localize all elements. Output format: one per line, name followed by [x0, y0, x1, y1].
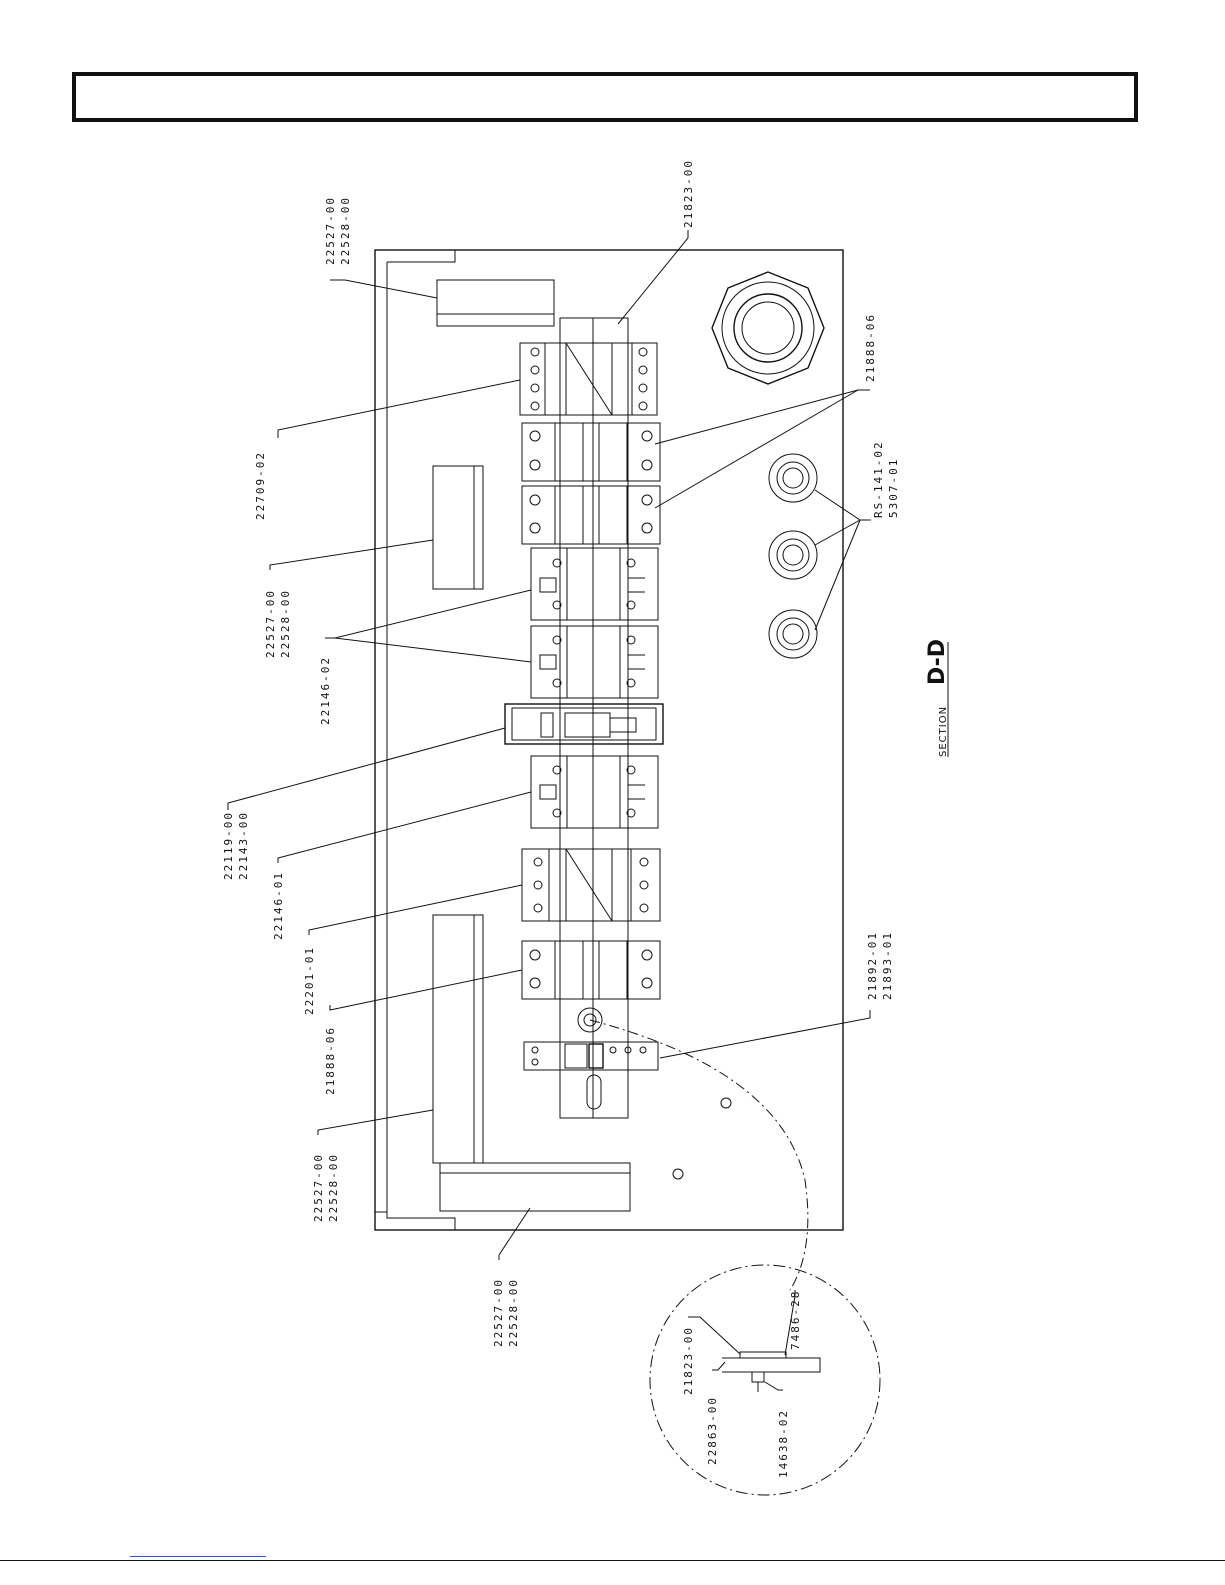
end-terminal — [524, 1042, 658, 1070]
label-switch-2: 22143-00 — [237, 811, 250, 880]
label-relay-22146-01: 22146-01 — [272, 871, 285, 940]
wire-duct-mid — [433, 466, 483, 589]
mounting-hole — [721, 1098, 731, 1108]
small-cable-gland — [769, 610, 817, 658]
label-gland-2: 5307-01 — [887, 458, 900, 518]
wire-duct-bottom — [440, 1163, 630, 1211]
wire-duct-long — [433, 915, 483, 1163]
page-link-underline[interactable] — [130, 1556, 266, 1557]
relay-module-socket — [522, 849, 660, 921]
label-top-duct-2: 22528-00 — [339, 196, 352, 265]
wire-duct-top — [437, 280, 554, 326]
label-terminal-right: 21888-06 — [864, 313, 877, 382]
mounting-hole — [673, 1169, 683, 1179]
label-duct-low-2: 22528-00 — [327, 1153, 340, 1222]
label-detail-rail: 21823-00 — [682, 1326, 695, 1395]
small-cable-gland — [769, 454, 817, 502]
label-detail-nut: 22863-00 — [706, 1396, 719, 1465]
terminal-block — [522, 486, 660, 544]
small-cable-gland — [769, 531, 817, 579]
detail-view — [590, 1020, 880, 1495]
label-relay-22201: 22201-01 — [303, 946, 316, 1015]
label-top-duct-1: 22527-00 — [324, 196, 337, 265]
relay-module — [531, 548, 658, 620]
part-labels: 22527-00 22528-00 21823-00 22709-02 2252… — [222, 159, 900, 1478]
relay-module-top — [520, 343, 657, 415]
label-gland-1: RS-141-02 — [872, 440, 885, 518]
label-detail-screw: 7486-28 — [789, 1290, 802, 1350]
label-relay-22709: 22709-02 — [254, 451, 267, 520]
label-terminal-left: 21888-06 — [324, 1026, 337, 1095]
section-id: D-D — [925, 639, 950, 685]
large-cable-gland — [712, 272, 824, 384]
terminal-block — [522, 941, 660, 999]
label-detail-stud: 14638-02 — [777, 1409, 790, 1478]
page-bottom-rule — [0, 1560, 1225, 1561]
label-duct-mid-1: 22527-00 — [264, 589, 277, 658]
label-duct-bottom-1: 22527-00 — [492, 1278, 505, 1347]
section-label: SECTION D-D — [925, 639, 950, 757]
relay-module — [531, 756, 658, 828]
circuit-breaker — [505, 704, 663, 744]
label-duct-bottom-2: 22528-00 — [507, 1278, 520, 1347]
label-end-1: 21892-01 — [866, 931, 879, 1000]
relay-module — [531, 626, 658, 698]
section-prefix: SECTION — [938, 706, 949, 757]
label-relay-22146-02: 22146-02 — [319, 656, 332, 725]
label-duct-mid-2: 22528-00 — [279, 589, 292, 658]
label-end-2: 21893-01 — [881, 931, 894, 1000]
label-switch-1: 22119-00 — [222, 811, 235, 880]
label-din-rail: 21823-00 — [682, 159, 695, 228]
terminal-block — [522, 423, 660, 481]
label-duct-low-1: 22527-00 — [312, 1153, 325, 1222]
